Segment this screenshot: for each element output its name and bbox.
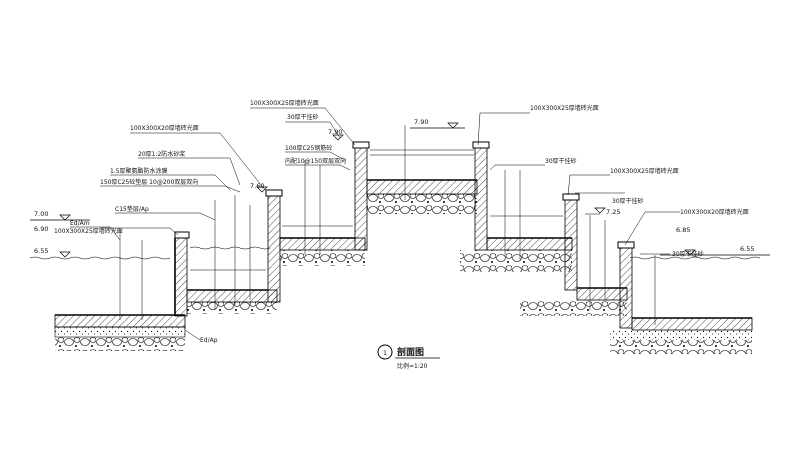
title-number: 1 bbox=[383, 350, 387, 357]
top-basin bbox=[366, 141, 490, 251]
level-marker-725: 7.25 bbox=[594, 207, 620, 216]
level-text: 7.00 bbox=[34, 210, 48, 218]
rebar-lines bbox=[119, 125, 656, 325]
level-markers: 7.00 6.90 6.55 7.60 7.90 7.90 7.25 6.85 bbox=[30, 118, 770, 258]
title-number-circle bbox=[377, 344, 393, 360]
right-tier3-basin bbox=[460, 193, 580, 291]
page-title: 剖面图 bbox=[397, 346, 424, 358]
level-marker-790b: 7.90 bbox=[410, 118, 465, 129]
level-marker-left: 7.00 6.90 6.55 bbox=[30, 210, 90, 258]
annotation: 100X300X25厚墙砖光面 bbox=[610, 167, 679, 175]
annotation: 100X300X25厚墙砖光面 bbox=[54, 227, 123, 235]
level-text: 7.25 bbox=[606, 208, 620, 216]
title-scale: 比例=1:20 bbox=[397, 362, 428, 370]
tier2-basin bbox=[186, 189, 283, 314]
annotation: 100X300X25厚墙砖光面 bbox=[530, 104, 599, 112]
water-lines bbox=[29, 246, 761, 260]
annotation: 30厚干挂砂 bbox=[545, 157, 577, 165]
annotation: 150厚C25砼垫层 10@200双层双向 bbox=[100, 178, 198, 186]
title-block: 1 剖面图 比例=1:20 bbox=[377, 344, 440, 370]
left-wall-1 bbox=[174, 231, 190, 317]
level-marker-685: 6.85 bbox=[676, 226, 690, 234]
annotation: 100X300X25厚墙砖光面 bbox=[250, 99, 319, 107]
annotations: 100X300X25厚墙砖光面 30厚干挂砂 100X300X20厚墙砖光面 2… bbox=[54, 99, 749, 344]
level-marker-790: 7.90 bbox=[328, 128, 344, 141]
level-marker-760: 7.60 bbox=[250, 182, 268, 193]
level-text: 6.55 bbox=[740, 245, 754, 253]
left-base-slab bbox=[54, 314, 186, 351]
annotation: 30厚干挂砂 bbox=[612, 197, 644, 205]
leader-lines bbox=[70, 107, 680, 341]
level-text: 7.90 bbox=[414, 118, 428, 126]
annotation: 100X300X20厚墙砖光面 bbox=[130, 124, 199, 132]
level-marker-right: 6.55 bbox=[660, 245, 770, 256]
annotation: Ed/Ap bbox=[200, 337, 218, 344]
right-base-slab bbox=[610, 317, 753, 354]
annotation: 20厚1:2防水砂浆 bbox=[138, 150, 185, 158]
level-text: 7.90 bbox=[328, 128, 342, 136]
annotation: Ed/Am bbox=[70, 220, 90, 227]
level-text: 6.55 bbox=[34, 247, 48, 255]
annotation: 30厚干挂砂 bbox=[672, 250, 704, 258]
annotation: C15垫层/Ap bbox=[115, 205, 149, 213]
annotation: 100厚C25钢筋砼 bbox=[285, 144, 332, 152]
annotation: 内配10@150双层双向 bbox=[285, 157, 346, 165]
level-text: 6.90 bbox=[34, 225, 48, 233]
annotation: 1.5厚聚氨酯防水涂膜 bbox=[110, 167, 168, 175]
annotation: 30厚干挂砂 bbox=[287, 113, 319, 121]
level-text: 6.85 bbox=[676, 226, 690, 234]
right-tier2-basin bbox=[520, 241, 635, 329]
level-text: 7.60 bbox=[250, 182, 264, 190]
annotation: 100X300X20厚墙砖光面 bbox=[680, 208, 749, 216]
